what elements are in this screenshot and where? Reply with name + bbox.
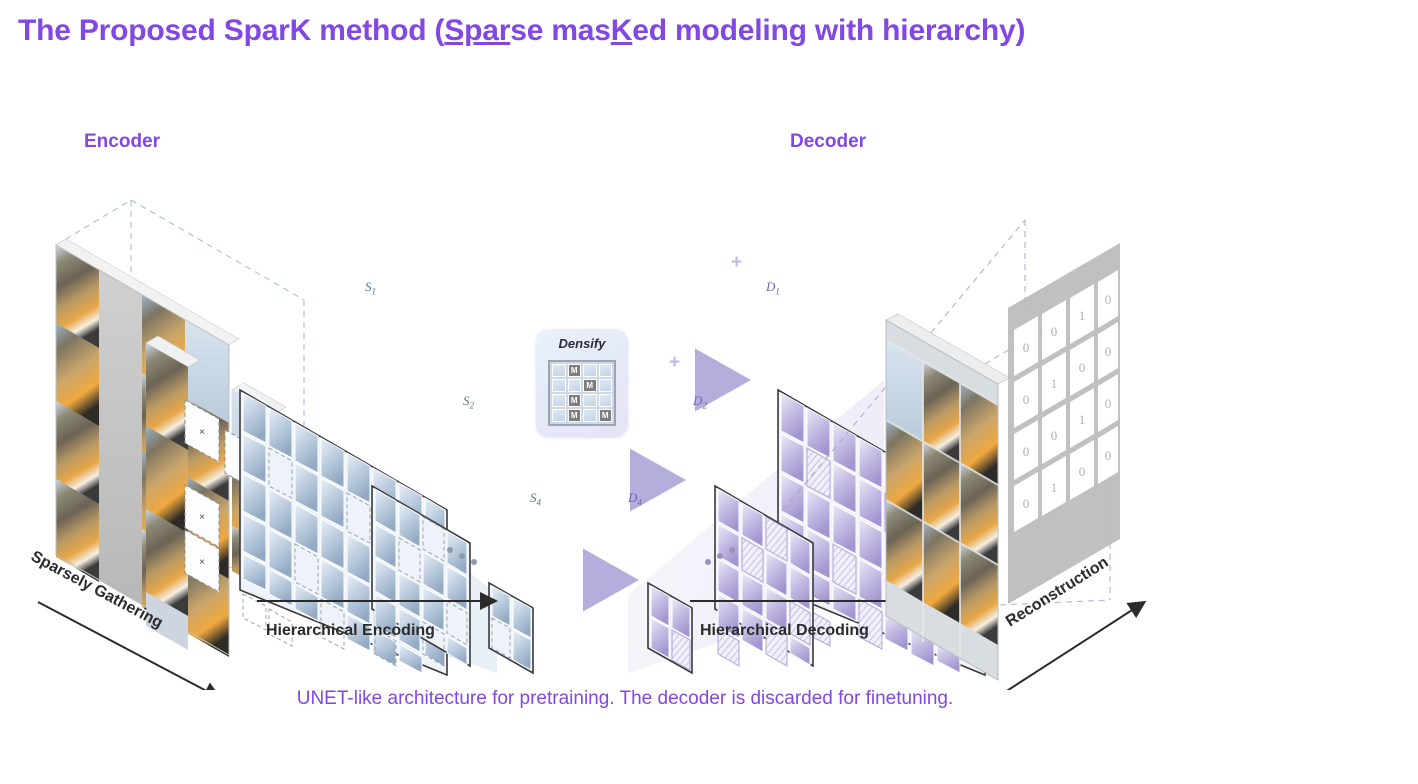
encoder-feature-map-s4 xyxy=(488,581,534,675)
densify-cell-mask: M xyxy=(583,379,597,392)
densify-label: Densify xyxy=(558,336,606,351)
densify-cell xyxy=(598,364,612,377)
densify-cell xyxy=(598,379,612,392)
binary-mask-grid: 0 0 1 0 0 1 0 0 0 0 1 0 0 1 0 0 xyxy=(1008,243,1120,604)
svg-text:1: 1 xyxy=(1079,412,1086,427)
decoder-feature-map-d2 xyxy=(714,484,814,668)
svg-text:×: × xyxy=(199,557,205,568)
densify-cell-mask: M xyxy=(567,409,581,422)
skip-plus-1: + xyxy=(731,252,743,273)
stage-tag-s1: S1 xyxy=(365,279,376,297)
svg-text:1: 1 xyxy=(1051,376,1058,391)
densify-cell xyxy=(567,379,581,392)
stage-tag-d4: D4 xyxy=(628,490,642,508)
stage-tag-s2: S2 xyxy=(463,393,474,411)
hierarchical-encoding-label: Hierarchical Encoding xyxy=(266,622,435,639)
title-part-3: ed modeling with hierarchy) xyxy=(632,14,1026,47)
skip-plus-2: + xyxy=(669,352,681,373)
title-part-2: se mas xyxy=(510,14,611,47)
hierarchical-decoding-label: Hierarchical Decoding xyxy=(700,622,869,639)
densify-cell xyxy=(552,394,566,407)
encoder-feature-map-s2 xyxy=(371,484,471,668)
densify-cell xyxy=(552,409,566,422)
svg-text:0: 0 xyxy=(1105,396,1112,411)
title-underline-spar: Spar xyxy=(444,14,511,47)
architecture-diagram: × × × × xyxy=(0,90,1418,690)
densify-grid: M M M M M xyxy=(548,360,616,426)
svg-text:0: 0 xyxy=(1051,324,1058,339)
reconstructed-image xyxy=(885,313,1011,681)
page-title: The Proposed SparK method (Sparse masKed… xyxy=(18,14,1408,48)
densify-cell-mask: M xyxy=(567,394,581,407)
svg-text:0: 0 xyxy=(1105,344,1112,359)
svg-text:1: 1 xyxy=(1051,480,1058,495)
densify-cell xyxy=(552,379,566,392)
svg-text:0: 0 xyxy=(1105,292,1112,307)
svg-text:0: 0 xyxy=(1079,464,1086,479)
title-part-1: The Proposed SparK method ( xyxy=(18,14,445,47)
slide-caption: UNET-like architecture for pretraining. … xyxy=(296,688,954,709)
svg-text:0: 0 xyxy=(1023,340,1030,355)
svg-text:1: 1 xyxy=(1079,308,1086,323)
title-underline-k: K xyxy=(610,14,633,47)
densify-cell xyxy=(583,394,597,407)
svg-text:0: 0 xyxy=(1051,428,1058,443)
stage-tag-s4: S4 xyxy=(530,490,541,508)
svg-text:×: × xyxy=(199,427,205,438)
svg-text:×: × xyxy=(199,512,205,523)
svg-text:0: 0 xyxy=(1079,360,1086,375)
densify-cell xyxy=(583,364,597,377)
reconstruction-arrow xyxy=(1006,600,1147,690)
svg-text:0: 0 xyxy=(1023,392,1030,407)
encoder-ellipsis xyxy=(447,547,477,565)
stage-tag-d1: D1 xyxy=(766,279,780,297)
densify-cell-mask: M xyxy=(598,409,612,422)
decoder-feature-map-d4 xyxy=(647,581,693,675)
densify-module: Densify M M M M M xyxy=(536,329,628,437)
binary-mask-digits: 0 0 1 0 0 1 0 0 0 0 1 0 0 1 0 0 xyxy=(1023,292,1112,511)
densify-cell xyxy=(583,409,597,422)
sparsely-gathering-arrow xyxy=(37,601,222,690)
densify-cell-mask: M xyxy=(567,364,581,377)
densify-cell xyxy=(598,394,612,407)
encoder-heading: Encoder xyxy=(84,131,161,152)
decoder-ellipsis xyxy=(705,547,735,565)
svg-text:0: 0 xyxy=(1023,496,1030,511)
svg-text:0: 0 xyxy=(1023,444,1030,459)
decoder-heading: Decoder xyxy=(790,131,867,152)
densify-cell xyxy=(552,364,566,377)
stage-tag-d2: D2 xyxy=(693,393,707,411)
svg-text:0: 0 xyxy=(1105,448,1112,463)
